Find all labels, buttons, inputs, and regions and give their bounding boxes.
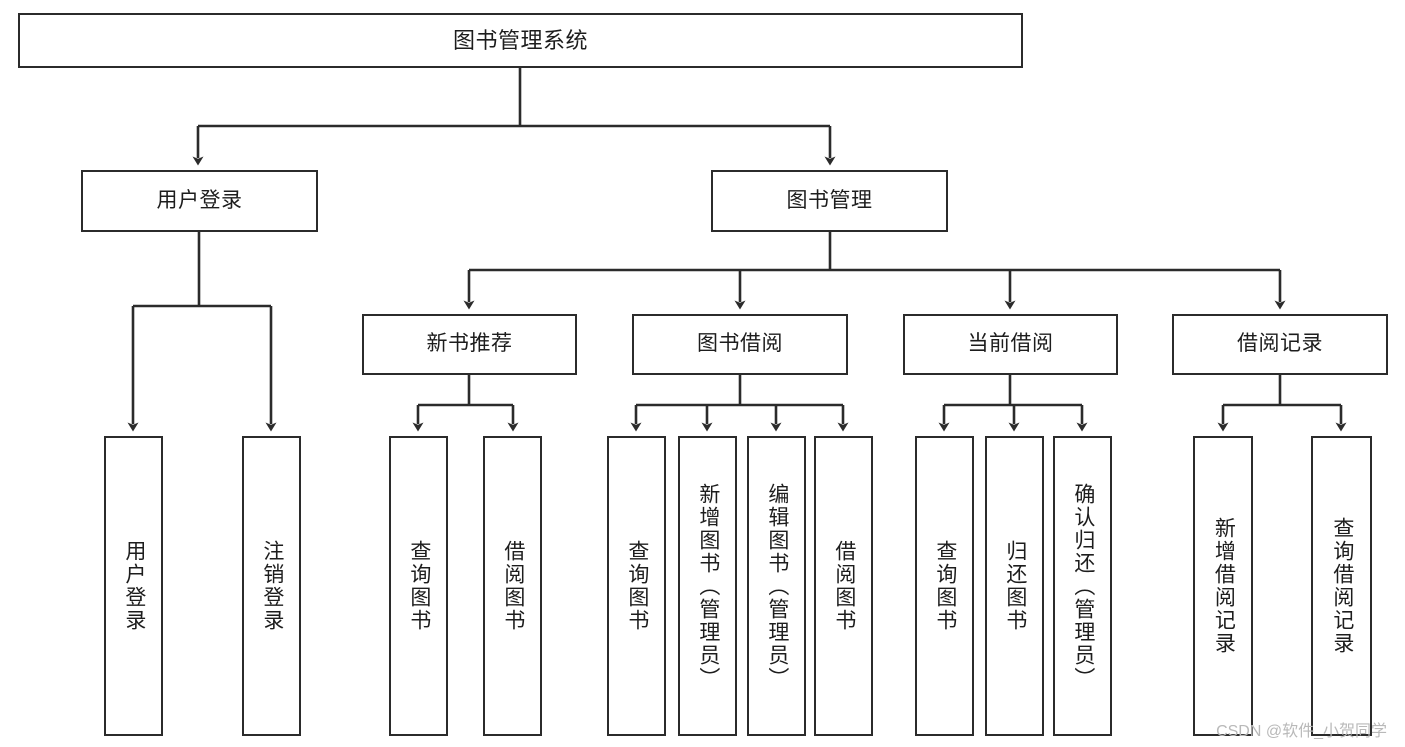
leaf-borrow-add-book-admin[interactable]: 新增图书（管理员） <box>678 436 737 736</box>
node-label: 借阅图书 <box>832 540 856 632</box>
node-label: 编辑图书（管理员） <box>765 482 789 690</box>
node-label: 新增借阅记录 <box>1212 517 1236 655</box>
node-label: 当前借阅 <box>967 332 1054 356</box>
node-label: 借阅记录 <box>1237 332 1323 356</box>
watermark: CSDN @软件_小贺同学 <box>1216 723 1387 740</box>
node-borrow-record[interactable]: 借阅记录 <box>1172 314 1388 375</box>
leaf-borrow-edit-book-admin[interactable]: 编辑图书（管理员） <box>747 436 806 736</box>
node-book-borrow[interactable]: 图书借阅 <box>632 314 848 375</box>
node-label: 图书借阅 <box>697 332 783 356</box>
node-label: 新书推荐 <box>426 332 513 356</box>
leaf-user-login-logout[interactable]: 注销登录 <box>242 436 301 736</box>
leaf-borrow-query-book[interactable]: 查询图书 <box>607 436 666 736</box>
leaf-current-query-book[interactable]: 查询图书 <box>915 436 974 736</box>
node-label: 用户登录 <box>156 188 243 212</box>
node-label: 查询借阅记录 <box>1330 517 1354 655</box>
leaf-borrow-borrow-book[interactable]: 借阅图书 <box>814 436 873 736</box>
node-user-login[interactable]: 用户登录 <box>81 170 318 232</box>
node-label: 注销登录 <box>260 540 284 632</box>
node-root-system[interactable]: 图书管理系统 <box>18 13 1023 68</box>
node-new-book-recommend[interactable]: 新书推荐 <box>362 314 577 375</box>
leaf-recommend-query-book[interactable]: 查询图书 <box>389 436 448 736</box>
leaf-user-login-login[interactable]: 用户登录 <box>104 436 163 736</box>
leaf-recommend-borrow-book[interactable]: 借阅图书 <box>483 436 542 736</box>
leaf-record-add-record[interactable]: 新增借阅记录 <box>1193 436 1253 736</box>
node-label: 查询图书 <box>625 540 649 632</box>
node-label: 确认归还（管理员） <box>1071 482 1095 690</box>
leaf-current-return-book[interactable]: 归还图书 <box>985 436 1044 736</box>
node-label: 图书管理 <box>786 188 873 212</box>
node-label: 归还图书 <box>1003 540 1027 632</box>
node-label: 查询图书 <box>933 540 957 632</box>
node-label: 图书管理系统 <box>452 27 588 53</box>
node-label: 用户登录 <box>122 540 146 632</box>
node-book-management[interactable]: 图书管理 <box>711 170 948 232</box>
node-label: 查询图书 <box>407 540 431 632</box>
node-label: 新增图书（管理员） <box>696 482 720 690</box>
leaf-current-confirm-return-admin[interactable]: 确认归还（管理员） <box>1053 436 1112 736</box>
node-current-borrow[interactable]: 当前借阅 <box>903 314 1118 375</box>
node-label: 借阅图书 <box>501 540 525 632</box>
leaf-record-query-record[interactable]: 查询借阅记录 <box>1311 436 1372 736</box>
